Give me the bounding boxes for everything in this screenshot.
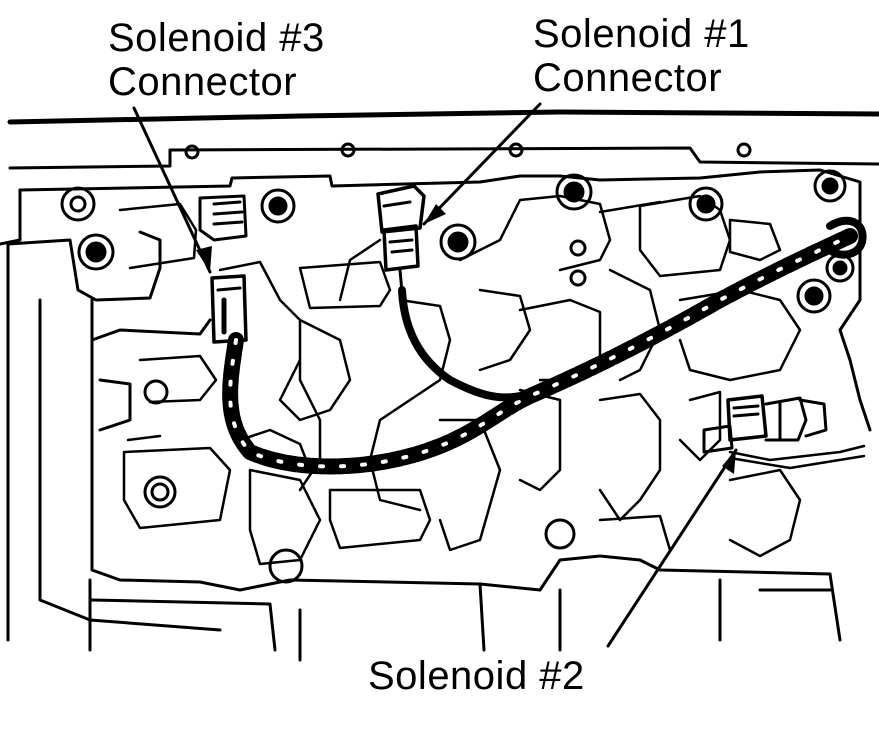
- bolt-icon: [143, 379, 169, 405]
- solenoid-1-connector: [376, 184, 426, 294]
- bolt-icon: [796, 278, 832, 314]
- solenoid-3-label-line1: Solenoid #3: [108, 16, 325, 60]
- solenoid-3-connector-label: Solenoid #3 Connector: [108, 16, 325, 104]
- bolt-icon: [544, 518, 576, 550]
- top-cover-edge: [7, 109, 879, 170]
- solenoid-2-label-line1: Solenoid #2: [368, 654, 585, 698]
- bolt-icon: [569, 239, 587, 257]
- wiring-harness: [222, 216, 867, 475]
- bolt-icon: [268, 548, 304, 584]
- solenoid-1-label-line2: Connector: [533, 56, 723, 100]
- solenoid-3-label-line2: Connector: [108, 60, 298, 104]
- bolt-icon: [60, 186, 96, 222]
- mounting-bolts: [60, 169, 855, 584]
- bolt-icon: [555, 173, 593, 211]
- leader-lines: [132, 102, 738, 648]
- bolt-icon: [825, 253, 855, 283]
- valve-body-outline: [0, 168, 872, 662]
- solenoid-2-label: Solenoid #2: [368, 654, 585, 698]
- bolt-icon: [260, 188, 296, 224]
- solenoid-1-label-line1: Solenoid #1: [533, 12, 750, 56]
- bolt-icon: [77, 233, 115, 271]
- top-plate: [184, 142, 752, 160]
- solenoid-3-connector: [198, 194, 248, 344]
- solenoid-2-connector: [702, 394, 866, 470]
- arrowheads: [196, 204, 736, 474]
- bolt-icon: [813, 169, 847, 203]
- solenoid-1-connector-label: Solenoid #1 Connector: [533, 12, 750, 100]
- bolt-icon: [143, 475, 177, 509]
- bolt-icon: [688, 186, 724, 222]
- bolt-icon: [569, 269, 587, 287]
- bolt-icon: [439, 223, 477, 261]
